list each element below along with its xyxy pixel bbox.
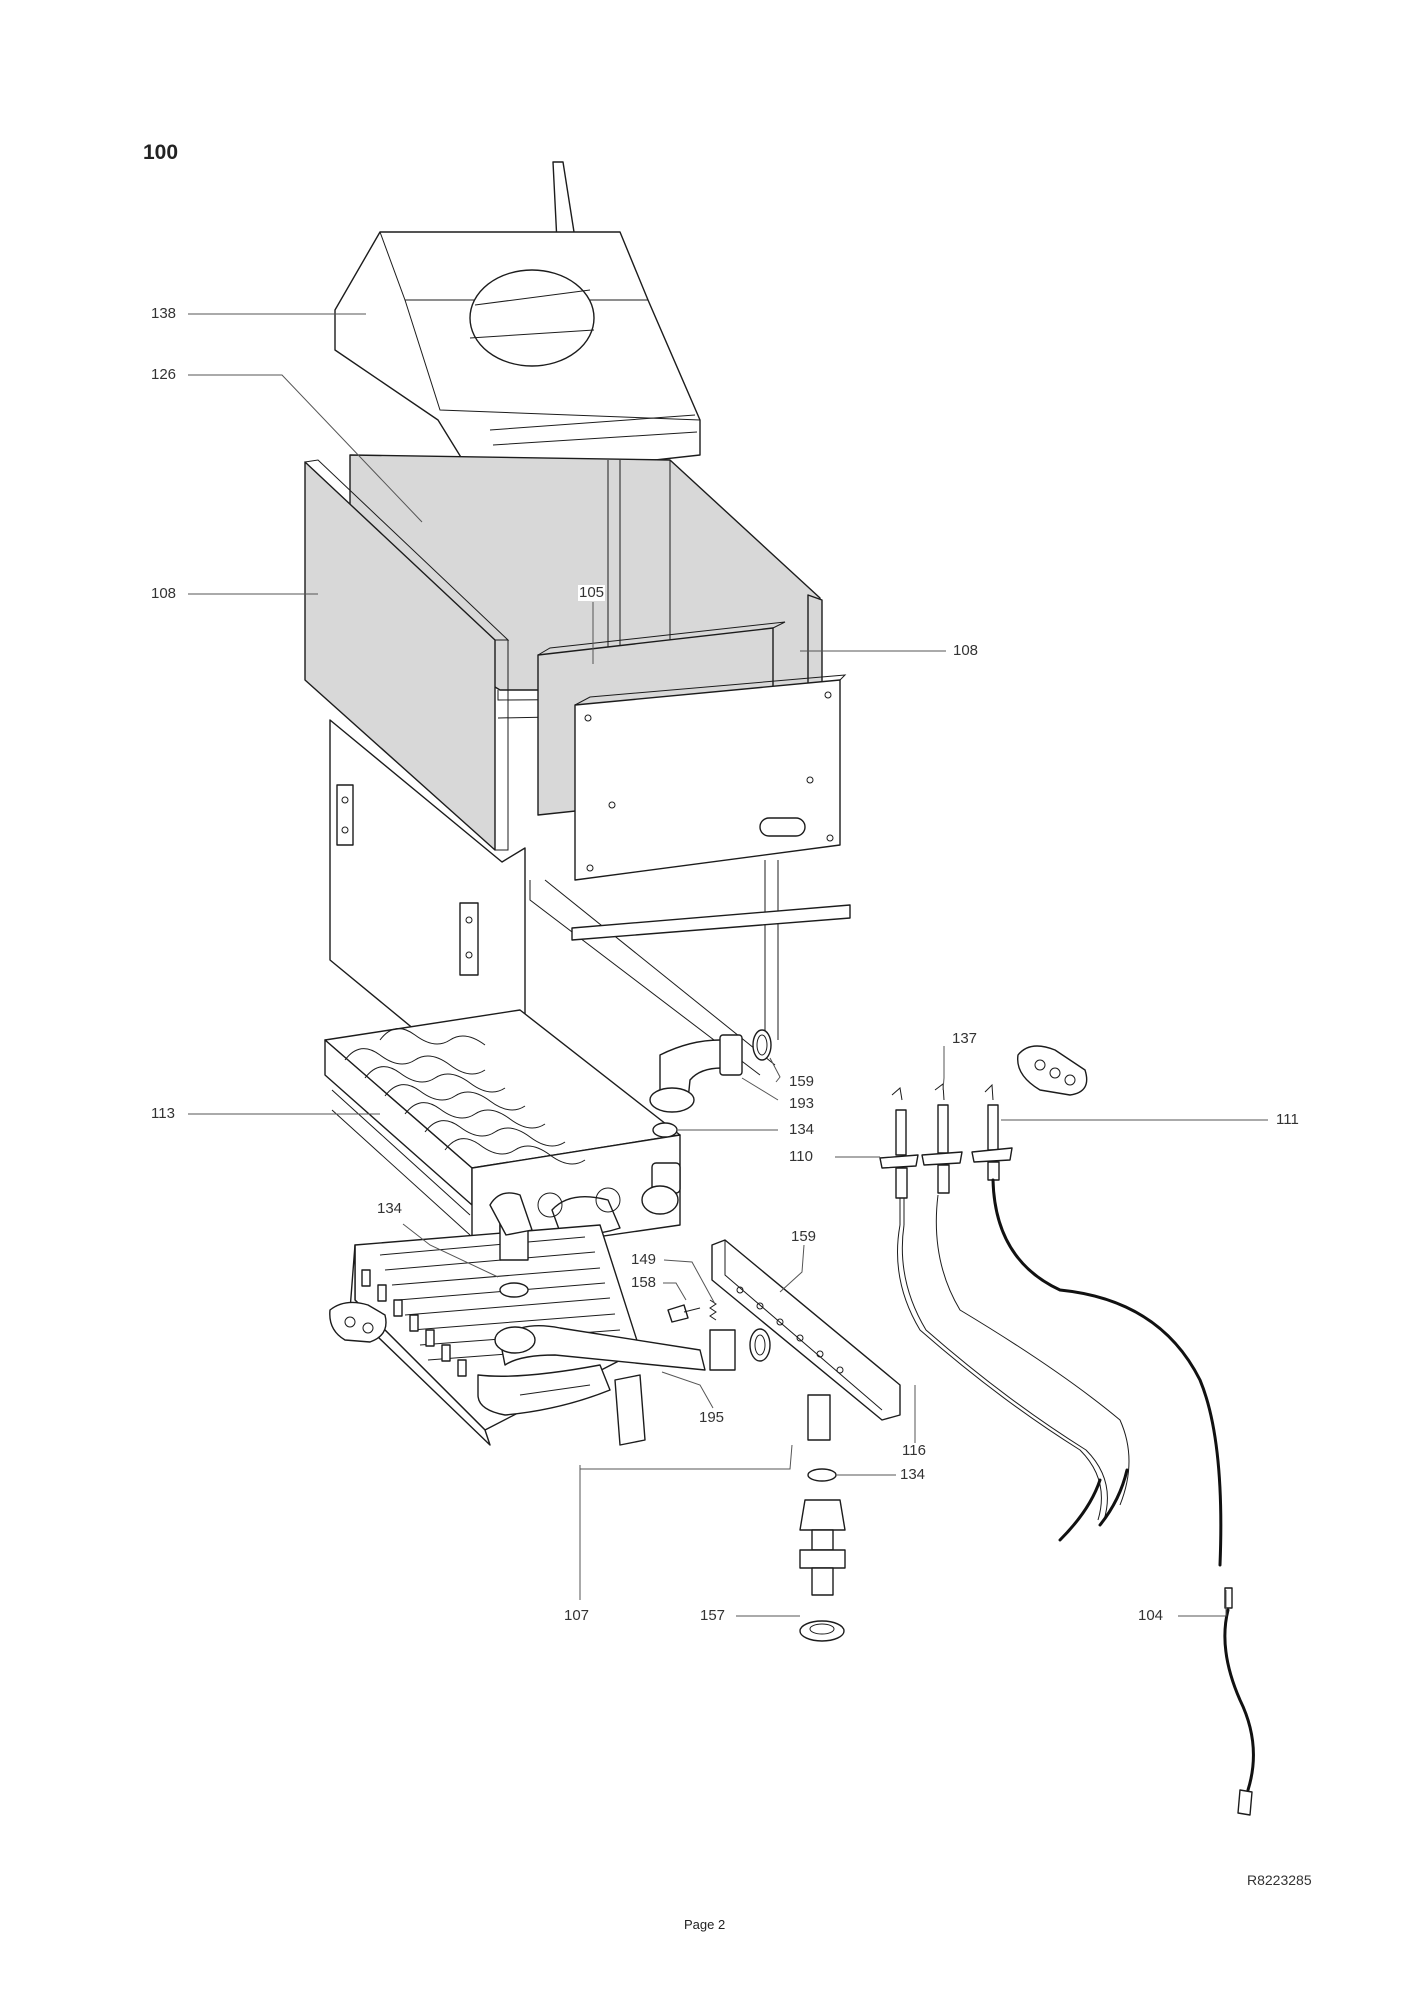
- part-195-pipe: [494, 1325, 736, 1371]
- part-110-electrode: [879, 1087, 919, 1225]
- label-195: 195: [699, 1409, 725, 1426]
- heat-exchanger-outlet: [641, 1162, 681, 1215]
- part-159-seal-mid: [749, 1328, 771, 1362]
- page-number: Page 2: [684, 1917, 726, 1932]
- label-159-top: 159: [789, 1073, 815, 1090]
- part-193-elbow-pipe: [649, 1034, 743, 1113]
- label-107: 107: [564, 1607, 590, 1624]
- label-105: 105: [578, 584, 606, 601]
- label-134-bottom: 134: [900, 1466, 926, 1483]
- part-104-sensing-lead: [991, 1178, 1255, 1816]
- label-110: 110: [789, 1148, 813, 1165]
- label-193: 193: [789, 1095, 815, 1112]
- label-111: 111: [1276, 1111, 1299, 1128]
- label-108-right: 108: [953, 642, 979, 659]
- label-113: 113: [151, 1105, 175, 1122]
- label-159-mid: 159: [791, 1228, 817, 1245]
- label-137: 137: [952, 1030, 978, 1047]
- label-158: 158: [631, 1274, 657, 1291]
- section-number: 100: [143, 141, 179, 164]
- part-108-left-panel: [304, 459, 510, 851]
- part-107-burner: [329, 1224, 646, 1446]
- label-104: 104: [1138, 1607, 1164, 1624]
- part-113-heat-exchanger: [324, 1009, 681, 1256]
- front-cover-plate: [574, 674, 847, 881]
- part-159-seal-top: [752, 1029, 772, 1061]
- label-108-left: 108: [151, 585, 177, 602]
- part-134-washer-bottom: [807, 1468, 837, 1482]
- label-138: 138: [151, 305, 177, 322]
- mounting-bracket: [571, 904, 851, 941]
- part-149-screw: [667, 1304, 701, 1323]
- label-149: 149: [631, 1251, 657, 1268]
- part-111-electrode: [971, 1083, 1013, 1181]
- label-134-top: 134: [789, 1121, 815, 1138]
- drawing-reference: R8223285: [1247, 1872, 1312, 1888]
- part-158-spring: [709, 1299, 717, 1321]
- burner-manifold-elbow: [489, 1192, 533, 1236]
- label-126: 126: [151, 366, 177, 383]
- label-134-left: 134: [377, 1200, 403, 1217]
- part-159-manifold-bar: [711, 1239, 901, 1441]
- part-157-nut: [799, 1620, 845, 1642]
- part-138-flue-hood: [334, 161, 701, 481]
- electrode-mounting-gasket: [1016, 1045, 1088, 1096]
- leader-lines: [188, 313, 1268, 1617]
- gas-inlet-connector: [799, 1499, 846, 1596]
- part-116-ignition-leads: [897, 1194, 1130, 1542]
- label-116: 116: [902, 1442, 926, 1459]
- label-157: 157: [700, 1607, 726, 1624]
- part-134-washer-top: [652, 1122, 678, 1138]
- part-137-electrode: [921, 1083, 963, 1194]
